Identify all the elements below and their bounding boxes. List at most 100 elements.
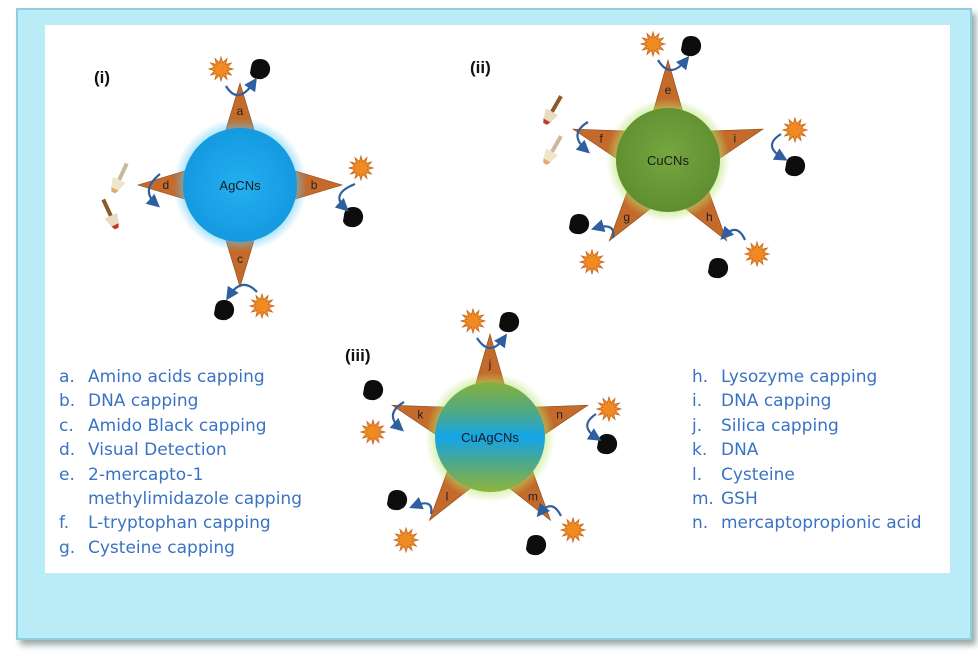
black-blob-icon	[250, 59, 271, 80]
curved-arrow-icon	[590, 219, 615, 239]
core-label: AgCNs	[219, 178, 261, 193]
curved-arrow-icon	[657, 55, 690, 72]
legend-item: e. 2-mercapto-1	[59, 463, 302, 487]
legend-item: k. DNA	[692, 438, 922, 462]
legend-key: i.	[692, 391, 703, 412]
legend-text: Silica capping	[721, 415, 839, 436]
legend-key: d.	[59, 440, 76, 461]
legend-key	[59, 487, 88, 511]
legend-key: l.	[692, 464, 703, 485]
legend-item: d. Visual Detection	[59, 438, 302, 462]
arm-letter: d	[163, 178, 170, 192]
arm-letter: e	[665, 83, 672, 97]
legend-text: mercaptopropionic acid	[721, 513, 922, 534]
legend-text: Cysteine capping	[88, 537, 235, 558]
starburst-icon	[559, 516, 587, 544]
starburst-icon	[347, 154, 375, 182]
black-blob-icon	[363, 380, 384, 401]
curved-arrow-icon	[575, 121, 590, 154]
starburst-icon	[459, 307, 487, 335]
arm-letter: j	[488, 357, 492, 371]
starburst-icon	[359, 418, 387, 446]
black-blob-icon	[214, 300, 235, 321]
starburst-icon	[578, 248, 606, 276]
curved-arrow-icon	[586, 413, 602, 441]
legend-key: j.	[692, 415, 703, 436]
black-blob-icon	[708, 258, 729, 279]
legend-key: f.	[59, 513, 70, 534]
arm-letter: g	[623, 210, 630, 224]
arm-letter: n	[556, 407, 563, 421]
legend-text: DNA capping	[88, 391, 199, 412]
arm-letter: l	[446, 489, 449, 503]
legend-item: h. Lysozyme capping	[692, 365, 922, 389]
legend-item: b.DNA capping	[59, 389, 302, 413]
legend-left: a.Amino acids capping b.DNA capping c.Am…	[59, 365, 302, 560]
core-label: CuCNs	[647, 153, 689, 168]
legend-key: g.	[59, 537, 76, 558]
legend-item: a.Amino acids capping	[59, 365, 302, 389]
starburst-icon	[743, 240, 771, 268]
black-blob-icon	[343, 207, 364, 228]
legend-text: Amido Black capping	[88, 415, 267, 436]
legend-text: DNA	[721, 440, 759, 461]
panel-iii-label: (iii)	[345, 346, 371, 365]
curved-arrow-icon	[409, 496, 433, 515]
legend-key: e.	[59, 464, 75, 485]
curved-arrow-icon	[720, 225, 747, 241]
arm-letter: a	[237, 104, 244, 118]
starburst-icon	[248, 292, 276, 320]
legend-text: Lysozyme capping	[721, 367, 878, 387]
legend-text: methylimidazole capping	[88, 489, 303, 510]
legend-item: g. Cysteine capping	[59, 536, 302, 560]
curved-arrow-icon	[145, 173, 161, 208]
curved-arrow-icon	[334, 182, 356, 212]
brush-icon	[543, 135, 563, 165]
curved-arrow-icon	[389, 401, 405, 432]
arm-letter: c	[237, 252, 243, 266]
black-blob-icon	[597, 434, 618, 455]
curved-arrow-icon	[476, 333, 508, 350]
starburst-icon	[595, 395, 623, 423]
legend-key: m.	[692, 489, 714, 510]
curved-arrow-icon	[226, 283, 258, 301]
curved-arrow-icon	[770, 133, 788, 161]
legend-item: c.Amido Black capping	[59, 414, 302, 438]
legend-text: 2-mercapto-1	[88, 464, 204, 485]
legend-item: l.Cysteine	[692, 463, 922, 487]
brush-icon	[101, 198, 119, 230]
legend-item: n. mercaptopropionic acid	[692, 511, 922, 535]
curved-arrow-icon	[536, 502, 562, 518]
arm-letter: k	[417, 407, 424, 421]
curved-arrow-icon	[225, 77, 257, 97]
legend-key: n.	[692, 513, 709, 534]
arm-letter: i	[733, 131, 736, 145]
legend-right: h. Lysozyme capping i. DNA capping j. Silic…	[692, 365, 922, 536]
brush-icon	[111, 162, 129, 194]
panel-i-label: (i)	[94, 68, 111, 87]
starburst-icon	[392, 526, 420, 554]
black-blob-icon	[681, 36, 702, 57]
legend-key: a.	[59, 367, 75, 387]
legend-item: f.L-tryptophan capping	[59, 511, 302, 535]
arm-letter: f	[600, 131, 604, 145]
arm-letter: b	[311, 178, 318, 192]
legend-item: m.GSH	[692, 487, 922, 511]
legend-text: DNA capping	[721, 391, 832, 412]
starburst-icon	[781, 116, 809, 144]
starburst-icon	[639, 30, 667, 58]
black-blob-icon	[499, 312, 520, 333]
legend-item: i. DNA capping	[692, 389, 922, 413]
nanocluster-core	[616, 108, 720, 212]
black-blob-icon	[785, 156, 806, 177]
arm-letter: h	[706, 210, 713, 224]
legend-text: Visual Detection	[88, 440, 227, 461]
core-label: CuAgCNs	[461, 430, 519, 445]
legend-key: k.	[692, 440, 708, 461]
legend-item: methylimidazole capping	[59, 487, 302, 511]
nanocluster-core	[435, 382, 545, 492]
arm-letter: m	[528, 489, 538, 503]
panel-ii-label: (ii)	[470, 58, 491, 77]
legend-key: h.	[692, 367, 709, 387]
